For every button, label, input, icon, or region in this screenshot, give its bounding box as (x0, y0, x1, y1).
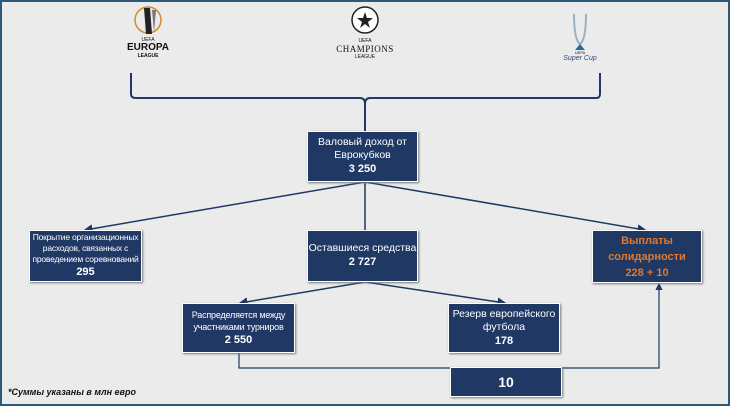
transfer-value: 10 (498, 373, 514, 390)
gross-income-value: 3 250 (348, 163, 377, 175)
arrow-remaining-to-distributed (238, 281, 366, 307)
reserve-value: 178 (494, 334, 514, 347)
distributed-label: Распределяется между участниками турниро… (191, 309, 286, 332)
europa-league-logo-icon (134, 6, 162, 34)
champions-text: CHAMPIONS (336, 44, 394, 54)
units-note: *Суммы указаны в млн евро (8, 387, 136, 397)
league-text: LEAGUE (137, 53, 159, 59)
arrow-gross-to-costs (83, 181, 366, 234)
super-cup-text: Super Cup (563, 55, 597, 62)
uefa-mark: UEFA (358, 38, 372, 44)
gross-income-label: Валовый доход от Еврокубков (318, 136, 407, 161)
super-cup-logo: UEFA Super Cup (555, 50, 605, 62)
distributed-box: Распределяется между участниками турниро… (182, 303, 295, 353)
remaining-funds-value: 2 727 (348, 256, 377, 268)
bracket (130, 73, 601, 131)
reserve-label: Резерв европейского футбола (452, 307, 556, 333)
distributed-value: 2 550 (224, 333, 253, 346)
league-text: LEAGUE (354, 54, 376, 60)
europa-text: EUROPA (126, 42, 170, 53)
solidarity-box: Выплаты солидарности 228 + 10 (592, 230, 702, 283)
costs-value: 295 (76, 266, 95, 278)
europa-league-logo: UEFA EUROPA LEAGUE (118, 37, 178, 59)
reserve-box: Резерв европейского футбола 178 (448, 303, 560, 353)
arrow-distributed-to-solidarity (238, 282, 663, 369)
uefa-mark: UEFA (574, 50, 586, 55)
transfer-box: 10 (450, 367, 562, 397)
costs-label: Покрытие организационных расходов, связа… (32, 232, 139, 264)
remaining-funds-label: Оставшиеся средства (308, 242, 417, 254)
super-cup-logo-icon (573, 13, 587, 50)
solidarity-label: Выплаты солидарности (608, 234, 686, 263)
solidarity-value: 228 + 10 (625, 266, 669, 279)
remaining-funds-box: Оставшиеся средства 2 727 (307, 230, 418, 282)
costs-box: Покрытие организационных расходов, связа… (29, 230, 142, 282)
arrow-remaining-to-reserve (364, 281, 507, 307)
arrow-gross-to-solidarity (364, 181, 647, 234)
uefa-mark: UEFA (141, 37, 155, 43)
champions-league-logo-icon (351, 6, 379, 34)
gross-income-box: Валовый доход от Еврокубков 3 250 (307, 131, 418, 182)
champions-league-logo: UEFA CHAMPIONS LEAGUE (320, 38, 410, 60)
